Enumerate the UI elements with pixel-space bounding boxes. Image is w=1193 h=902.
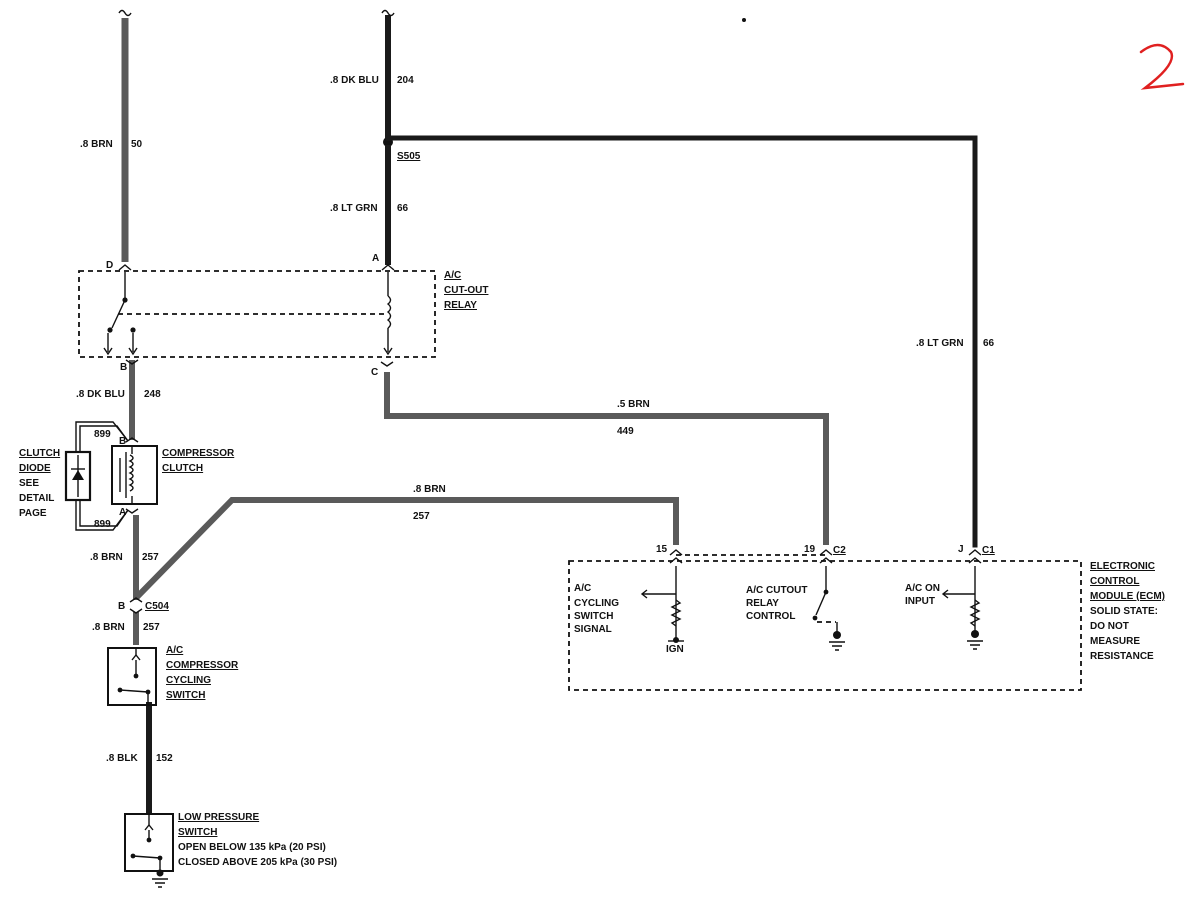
cycling-label-1: A/C (166, 645, 183, 656)
relay-label-1: A/C (444, 270, 461, 281)
ecm-cycling-2: CYCLING (574, 598, 619, 609)
cycling-label-4: SWITCH (166, 690, 205, 701)
wire-50 (118, 9, 132, 262)
w257-top-circuit: 257 (413, 511, 430, 522)
w899-top-circuit: 899 (94, 429, 111, 440)
ecm-acon-2: INPUT (905, 596, 935, 607)
diode-label-5: PAGE (19, 508, 47, 519)
w449-size: .5 BRN (617, 399, 650, 410)
lps-title-2: SWITCH (178, 827, 217, 838)
cycling-label-3: CYCLING (166, 675, 211, 686)
ecm-pin-19: 19 (804, 544, 816, 555)
diode-label-1: CLUTCH (19, 448, 60, 459)
ecm-pin-15: 15 (656, 544, 668, 555)
ecm-note-1: SOLID STATE: (1090, 606, 1158, 617)
c2-label: C2 (833, 545, 846, 556)
clutch-pin-a: A (119, 507, 126, 518)
ecm-note-2: DO NOT (1090, 621, 1129, 632)
w152-size: .8 BLK (106, 753, 138, 764)
diode-label-3: SEE (19, 478, 39, 489)
ecm-pin-j: J (958, 544, 964, 555)
w449-circuit: 449 (617, 426, 634, 437)
lps-note-2: CLOSED ABOVE 205 kPa (30 PSI) (178, 857, 337, 868)
w257-low-size: .8 BRN (92, 622, 125, 633)
w248-circuit: 248 (144, 389, 161, 400)
relay-pin-a: A (372, 253, 379, 264)
w257-mid-size: .8 BRN (90, 552, 123, 563)
ecm-note-4: RESISTANCE (1090, 651, 1154, 662)
compressor-clutch (111, 437, 158, 514)
relay-pin-d: D (106, 260, 113, 271)
c504-label: C504 (145, 601, 169, 612)
ecm-relayctl-2: RELAY (746, 598, 779, 609)
wire-257-ecm (133, 497, 679, 601)
w50-size: .8 BRN (80, 139, 113, 150)
connector-c504 (129, 597, 143, 614)
ecm-relayctl-3: CONTROL (746, 611, 795, 622)
w204-size: .8 DK BLU (330, 75, 379, 86)
clutch-diode (64, 450, 92, 502)
ecm-cycling-4: SIGNAL (574, 624, 612, 635)
w66-right-circuit: 66 (983, 338, 995, 349)
w50-circuit: 50 (131, 139, 143, 150)
w204-circuit: 204 (397, 75, 414, 86)
w66-right-size: .8 LT GRN (916, 338, 964, 349)
ecm-acon-1: A/C ON (905, 583, 940, 594)
diode-label-2: DIODE (19, 463, 51, 474)
w257-mid-circuit: 257 (142, 552, 159, 563)
clutch-pin-b: B (119, 436, 126, 447)
clutch-label-1: COMPRESSOR (162, 448, 235, 459)
c1-label: C1 (982, 545, 995, 556)
c504-pin-b: B (118, 601, 125, 612)
w66-top-size: .8 LT GRN (330, 203, 378, 214)
clutch-label-2: CLUTCH (162, 463, 203, 474)
ecm-note-3: MEASURE (1090, 636, 1140, 647)
ecm-title-1: ELECTRONIC (1090, 561, 1155, 572)
relay-pin-b: B (120, 362, 127, 373)
w257-top-size: .8 BRN (413, 484, 446, 495)
ac-cutout-relay (78, 264, 436, 367)
handwritten-page-mark (1139, 43, 1185, 90)
ecm-module (568, 549, 1082, 691)
relay-pin-c: C (371, 367, 378, 378)
ecm-cycling-3: SWITCH (574, 611, 613, 622)
ecm-title-2: CONTROL (1090, 576, 1139, 587)
w248-size: .8 DK BLU (76, 389, 125, 400)
wire-449 (384, 372, 829, 545)
ecm-title-3: MODULE (ECM) (1090, 591, 1165, 602)
ecm-relayctl-1: A/C CUTOUT (746, 585, 807, 596)
lps-title-1: LOW PRESSURE (178, 812, 259, 823)
wire-204 (381, 9, 395, 145)
w152-circuit: 152 (156, 753, 173, 764)
wire-66-right (385, 135, 978, 548)
w257-low-circuit: 257 (143, 622, 160, 633)
splice-label: S505 (397, 151, 421, 162)
cycling-switch (107, 647, 157, 706)
ecm-ign: IGN (666, 644, 684, 655)
relay-label-3: RELAY (444, 300, 477, 311)
diode-label-4: DETAIL (19, 493, 54, 504)
lps-note-1: OPEN BELOW 135 kPa (20 PSI) (178, 842, 326, 853)
cycling-label-2: COMPRESSOR (166, 660, 239, 671)
relay-label-2: CUT-OUT (444, 285, 488, 296)
w899-bot-circuit: 899 (94, 519, 111, 530)
low-pressure-switch (124, 813, 174, 888)
speck (742, 18, 746, 22)
ecm-cycling-1: A/C (574, 583, 591, 594)
w66-top-circuit: 66 (397, 203, 409, 214)
